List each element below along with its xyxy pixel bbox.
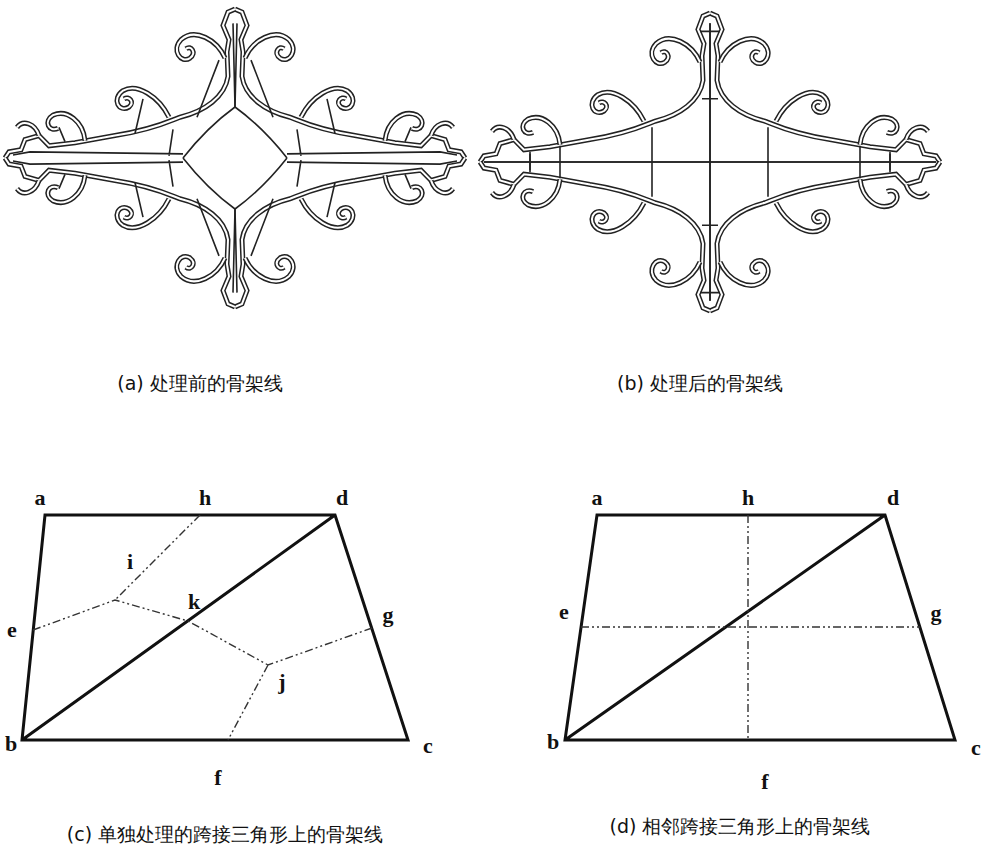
point-label: g	[383, 603, 394, 627]
point-label: h	[199, 486, 211, 510]
trapezoid-c	[22, 515, 408, 740]
trapezoid-d	[565, 515, 955, 740]
point-label: j	[278, 670, 285, 694]
point-label: h	[742, 486, 754, 510]
point-label: i	[127, 550, 133, 574]
point-label: e	[559, 600, 569, 624]
point-label: b	[5, 732, 17, 756]
point-label: e	[7, 618, 17, 642]
point-label: c	[423, 734, 433, 758]
point-label: d	[336, 486, 348, 510]
figure-caption: (d) 相邻跨接三角形上的骨架线	[610, 816, 871, 837]
point-label: k	[188, 590, 200, 614]
point-label: f	[214, 766, 221, 790]
point-label: f	[761, 770, 768, 794]
point-label: d	[887, 486, 899, 510]
point-label: g	[931, 601, 942, 625]
point-label: b	[547, 730, 559, 754]
ornament-after	[480, 13, 940, 311]
figure-caption: (a) 处理前的骨架线	[117, 373, 283, 394]
point-label: c	[971, 736, 981, 760]
ornament-before	[5, 9, 465, 307]
figure-caption: (b) 处理后的骨架线	[617, 373, 783, 394]
point-label: a	[35, 486, 46, 510]
point-label: a	[592, 486, 603, 510]
figure-caption: (c) 单独处理的跨接三角形上的骨架线	[67, 824, 383, 845]
